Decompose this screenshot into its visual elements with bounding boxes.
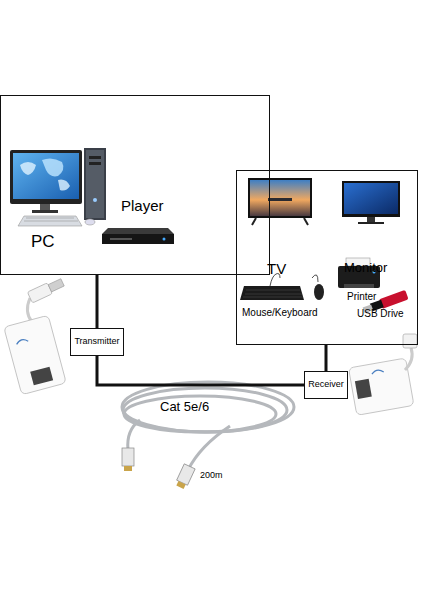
distance-label: 200m <box>200 470 223 480</box>
node-text: USB Drive <box>357 308 404 319</box>
node-text: Mouse/Keyboard <box>242 307 318 318</box>
node-text: Transmitter <box>74 337 119 347</box>
cable-connector <box>96 275 99 328</box>
receiver-box: Receiver <box>304 371 348 399</box>
tv-illustration <box>248 178 312 225</box>
node-text: PC <box>31 233 55 252</box>
player-illustration <box>102 228 174 244</box>
node-text: TV <box>267 261 286 278</box>
source-group-box: PC Player <box>0 95 270 275</box>
usb-ethernet-adapter <box>349 334 417 415</box>
monitor-illustration <box>342 181 400 224</box>
rj45-connector <box>175 464 196 490</box>
node-text: Receiver <box>308 380 344 390</box>
cable-connector <box>97 356 304 385</box>
rj45-connector <box>122 448 134 471</box>
keyboard-mouse-illustration <box>240 274 324 301</box>
cable-connector <box>325 345 328 371</box>
transmitter-box: Transmitter <box>70 328 124 356</box>
usb-ethernet-adapter <box>4 277 67 395</box>
edge-label: Cat 5e/6 <box>160 399 209 414</box>
ethernet-cable <box>122 382 294 470</box>
pc-illustration <box>10 148 106 226</box>
node-text: Printer <box>347 291 376 302</box>
display-group-box: TV MonitorMouse/Keyboard PrinterUSB Drive <box>236 170 418 345</box>
node-text: Player <box>121 198 164 215</box>
node-text: Monitor <box>344 261 387 275</box>
